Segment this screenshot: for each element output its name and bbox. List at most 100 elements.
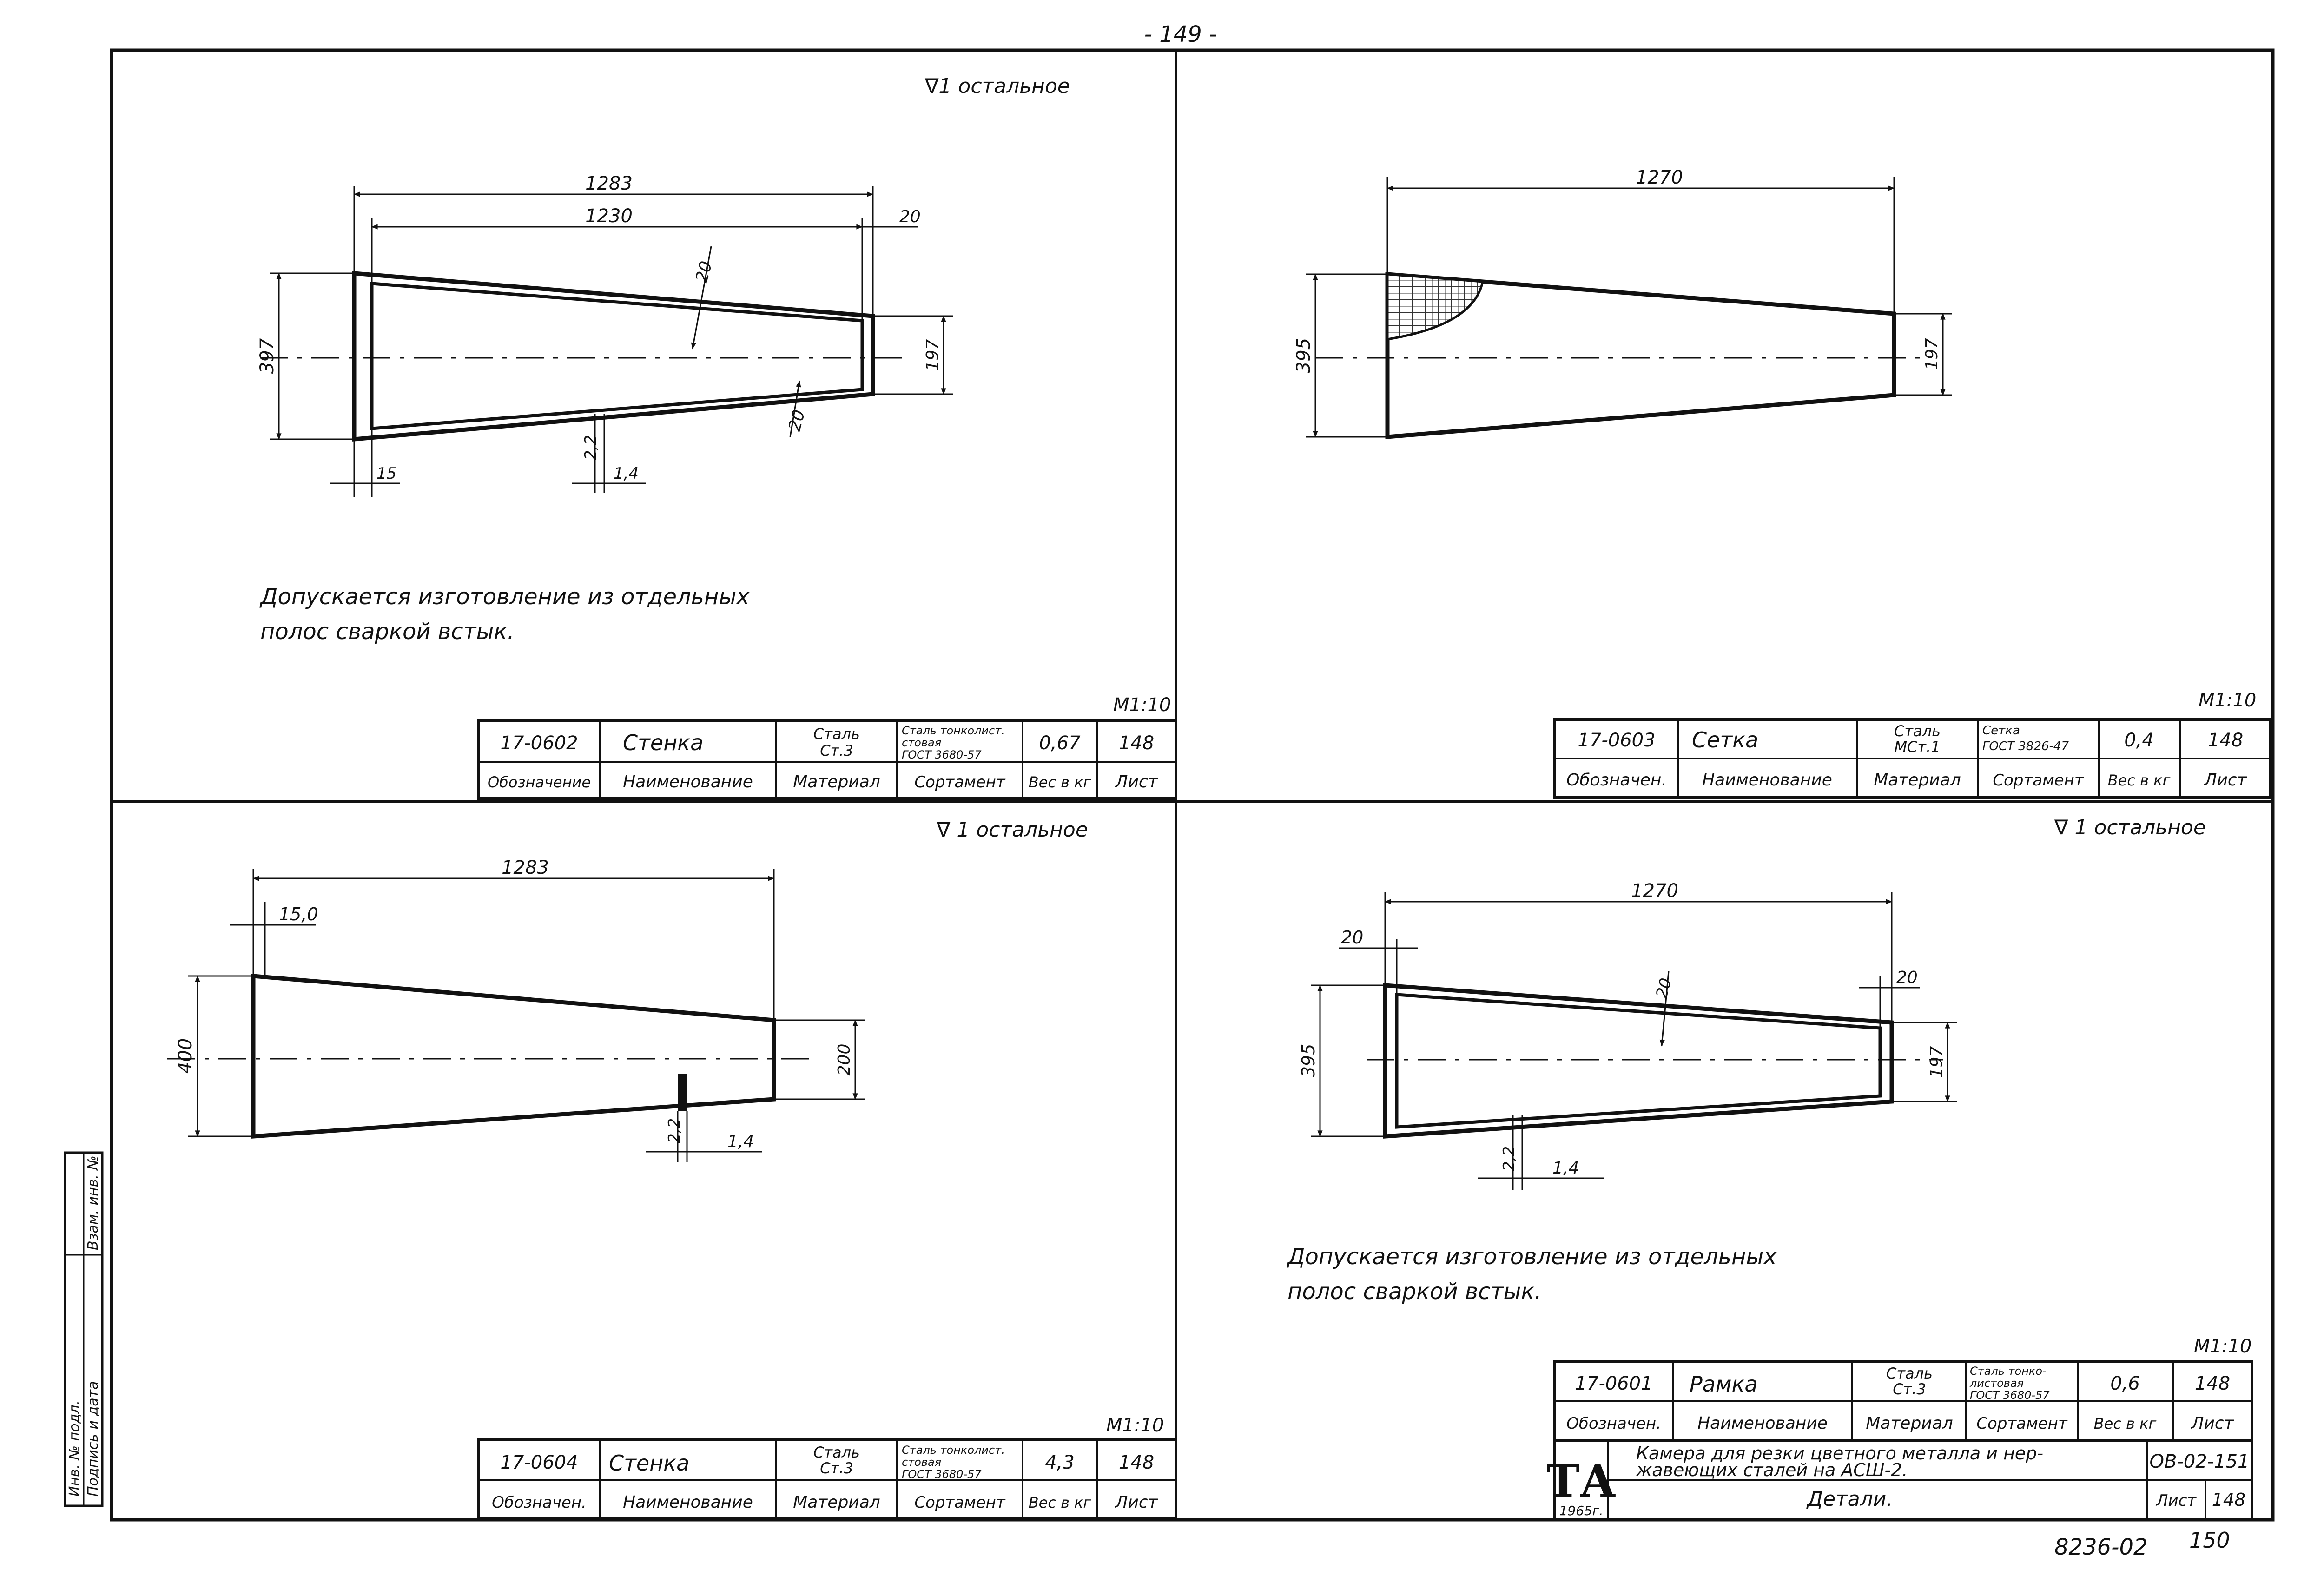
part-weight: 0,67	[1039, 732, 1081, 754]
dim-height-right: 197	[1927, 1046, 1946, 1078]
logo-mark: ТА	[1546, 1455, 1616, 1507]
drawing-17-0604: ∇ 1 остальное 1283 15,0 400 200 2,2 1,4 …	[167, 818, 1164, 1436]
title-year: 1965г.	[1559, 1503, 1604, 1518]
dim-gap-offset: 1,4	[1552, 1159, 1579, 1178]
stamp-label-2: Взам. инв. №	[85, 1155, 101, 1250]
part-assortment-1: Сталь тонколист.	[902, 724, 1005, 737]
dim-gap-offset: 1,4	[614, 464, 639, 483]
hdr-code: Обозначен.	[1566, 1414, 1661, 1433]
drawing-17-0603: 1270 395 197 М1:10	[1293, 167, 2256, 711]
spec-table-17-0602: 17-0602 Стенка Сталь Ст.3 Сталь тонколис…	[477, 719, 1177, 800]
part-outline	[251, 974, 776, 1139]
part-assortment-2: стовая	[902, 1456, 941, 1469]
sheet-label: Лист	[2155, 1491, 2197, 1510]
part-weight: 4,3	[1045, 1452, 1075, 1473]
part-outline	[1383, 983, 1894, 1139]
part-code: 17-0601	[1575, 1373, 1652, 1394]
dim-height-right: 197	[923, 339, 942, 371]
dim-overall: 1270	[1631, 880, 1678, 902]
hdr-material: Материал	[1874, 771, 1961, 790]
hdr-assortment: Сортамент	[914, 773, 1006, 792]
part-material-1: Сталь	[813, 725, 860, 743]
stamp-label-0: Инв. № подл.	[66, 1400, 83, 1497]
part-assortment-1: Сетка	[1982, 724, 2020, 738]
roughness-mark: ∇ 1 остальное	[936, 818, 1088, 842]
hdr-weight: Вес в кг	[2094, 1415, 2157, 1432]
dim-height-right: 200	[835, 1044, 854, 1076]
part-sheet: 148	[1119, 732, 1154, 754]
part-sheet: 148	[1119, 1452, 1154, 1473]
part-assortment-2: листовая	[1969, 1377, 2024, 1390]
part-material-2: Ст.3	[820, 1459, 853, 1477]
hdr-material: Материал	[793, 1493, 880, 1512]
part-name: Стенка	[623, 730, 703, 755]
dim-overall: 1283	[502, 857, 549, 878]
part-assortment-1: Сталь тонколист.	[902, 1444, 1005, 1457]
part-material-1: Сталь	[1886, 1365, 1933, 1382]
drawing-17-0602: ∇1 остальное 1283 1230 20 20 20 397 197	[257, 74, 1171, 716]
note-line-2: полос сваркой встык.	[260, 619, 515, 645]
spec-table-17-0604: 17-0604 Стенка Сталь Ст.3 Сталь тонколис…	[477, 1438, 1177, 1520]
sheet-frame	[110, 48, 2275, 1522]
note-line-2: полос сваркой встык.	[1287, 1279, 1542, 1305]
dim-height-left: 400	[175, 1038, 196, 1074]
scale: М1:10	[2199, 690, 2256, 711]
hdr-code: Обозначение	[488, 773, 591, 791]
dim-bottom-left: 15	[376, 464, 396, 483]
part-sheet: 148	[2195, 1373, 2230, 1394]
hdr-name: Наименование	[623, 1493, 753, 1512]
dim-height-left: 395	[1298, 1044, 1319, 1078]
part-material-1: Сталь	[1894, 722, 1941, 740]
part-material-2: Ст.3	[820, 742, 853, 759]
hdr-name: Наименование	[1697, 1414, 1828, 1433]
roughness-mark: ∇1 остальное	[924, 74, 1070, 98]
part-inner-outline	[1395, 993, 1882, 1129]
part-sheet: 148	[2208, 730, 2243, 751]
hdr-code: Обозначен.	[492, 1493, 587, 1512]
archive-number: 8236-02	[2054, 1534, 2148, 1560]
hdr-assortment: Сортамент	[1976, 1414, 2068, 1433]
dim-left-offset: 20	[1341, 927, 1363, 948]
part-assortment-3: ГОСТ 3680-57	[902, 1468, 982, 1481]
hdr-code: Обозначен.	[1566, 771, 1667, 790]
part-assortment-3: ГОСТ 3680-57	[902, 748, 982, 761]
title-subtitle: Детали.	[1806, 1487, 1893, 1511]
part-material-2: МСт.1	[1894, 738, 1940, 756]
sheet-value: 148	[2212, 1490, 2246, 1510]
drawing-17-0601: ∇ 1 остальное 1270 20 20 20 395 197 2,2 …	[1287, 816, 2251, 1357]
part-name: Рамка	[1690, 1372, 1758, 1397]
hdr-weight: Вес в кг	[1029, 773, 1091, 791]
spec-table-17-0601: 17-0601 Рамка Сталь Ст.3 Сталь тонко- ли…	[1546, 1360, 2253, 1521]
dim-overall: 1283	[585, 173, 633, 194]
hdr-weight: Вес в кг	[2108, 772, 2171, 789]
hdr-sheet: Лист	[2203, 771, 2247, 790]
page-number: - 149 -	[1144, 21, 1217, 47]
part-code: 17-0602	[500, 732, 578, 754]
part-name: Стенка	[609, 1451, 689, 1476]
dim-gap: 2,2	[1500, 1146, 1519, 1171]
part-name: Сетка	[1692, 727, 1758, 752]
dim-wall-top: 20	[692, 259, 716, 284]
part-assortment-1: Сталь тонко-	[1970, 1365, 2047, 1378]
dim-height-left: 395	[1293, 338, 1314, 373]
spec-table-17-0603: 17-0603 Сетка Сталь МСт.1 Сетка ГОСТ 382…	[1553, 718, 2272, 799]
hdr-assortment: Сортамент	[1993, 771, 2084, 790]
part-code: 17-0604	[500, 1452, 578, 1473]
hdr-sheet: Лист	[2190, 1414, 2234, 1433]
gap-mark	[678, 1074, 687, 1111]
dim-inner: 1230	[585, 205, 633, 227]
scale: М1:10	[1106, 1415, 1164, 1436]
part-material-2: Ст.3	[1893, 1380, 1926, 1398]
roughness-mark: ∇ 1 остальное	[2054, 816, 2206, 839]
dim-wall-bottom: 20	[785, 408, 809, 433]
scale: М1:10	[2194, 1336, 2251, 1357]
scale: М1:10	[1113, 694, 1171, 716]
dim-height-left: 397	[257, 338, 278, 374]
hdr-name: Наименование	[623, 772, 753, 792]
stamp-label-1: Подпись и дата	[85, 1381, 101, 1497]
dim-gap: 2,2	[581, 435, 600, 460]
dim-wall: 20	[1652, 976, 1676, 1000]
part-material-1: Сталь	[813, 1444, 860, 1461]
side-stamp: Инв. № подл. Подпись и дата Взам. инв. №	[64, 1151, 104, 1507]
